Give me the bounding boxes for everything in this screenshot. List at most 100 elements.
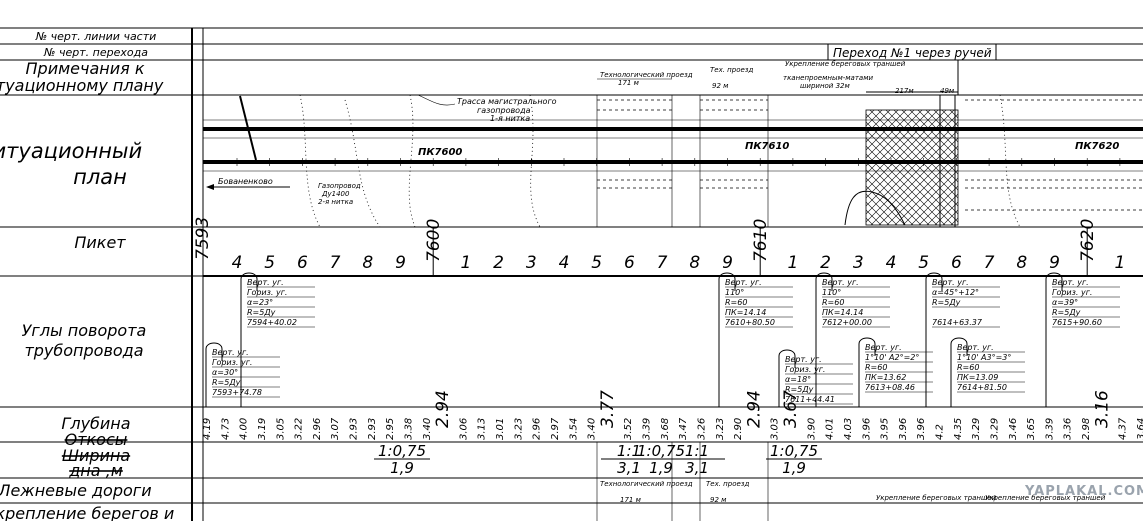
header-notes: Переход №1 через ручей Технологический п… bbox=[597, 43, 997, 95]
depth-value: 2.94 bbox=[433, 390, 453, 428]
picket-number: 2 bbox=[820, 253, 831, 273]
picket-number: 6 bbox=[951, 253, 962, 273]
angle-text: α=45°+12° bbox=[932, 288, 979, 297]
depth-value: 3.52 bbox=[623, 418, 634, 440]
angle-text: R=5Ду bbox=[247, 308, 276, 317]
angle-box: Верт. уг.1°10' A3°=3°R=60ПК=13.097614+81… bbox=[950, 337, 1025, 407]
depth-value: 3.39 bbox=[1044, 418, 1055, 440]
label-depth: Глубина bbox=[61, 414, 130, 433]
picket-hundred: 7600 bbox=[424, 219, 444, 262]
angle-text: 7594+40.02 bbox=[247, 318, 297, 327]
depth-value: 2.93 bbox=[367, 418, 378, 440]
picket-number: 1 bbox=[460, 253, 471, 273]
bank-note-2: тканепроемным-матами bbox=[783, 74, 873, 82]
angle-text: ПК=13.09 bbox=[957, 373, 998, 382]
angle-text: Верт. уг. bbox=[822, 278, 859, 287]
road-note-1-len: 171 м bbox=[620, 496, 642, 504]
picket-number: 7 bbox=[984, 253, 995, 273]
depth-value: 3.19 bbox=[257, 418, 268, 440]
label-roads: Лежневые дороги bbox=[0, 481, 152, 500]
row-label-column: № черт. линии части № черт. перехода При… bbox=[0, 27, 1143, 521]
angle-text: α=30° bbox=[212, 368, 238, 377]
depth-value: 3.96 bbox=[898, 418, 909, 440]
angle-text: Верт. уг. bbox=[725, 278, 762, 287]
depth-value: 4.03 bbox=[843, 418, 854, 440]
angle-text: Верт. уг. bbox=[957, 343, 994, 352]
picket-hundred: 7620 bbox=[1078, 219, 1098, 262]
angle-text: R=60 bbox=[822, 298, 844, 307]
angle-text: 7593+74.78 bbox=[212, 388, 262, 397]
picket-number: 8 bbox=[362, 253, 373, 273]
angle-text: ПК=14.14 bbox=[822, 308, 863, 317]
picket-number: 1 bbox=[787, 253, 798, 273]
angle-text: 7612+00.00 bbox=[822, 318, 872, 327]
depth-value: 3.07 bbox=[330, 417, 341, 440]
depth-value: 4.35 bbox=[953, 418, 964, 440]
angle-text: Верт. уг. bbox=[212, 348, 249, 357]
picket-number: 3 bbox=[853, 253, 864, 273]
depth-value: 3.39 bbox=[642, 418, 653, 440]
crossing-title: Переход №1 через ручей bbox=[833, 46, 992, 60]
label-width-2: дна ,м bbox=[68, 461, 123, 480]
angle-text: 110° bbox=[725, 288, 744, 297]
picket-number: 1 bbox=[1114, 253, 1125, 273]
depth-value: 3.23 bbox=[715, 418, 726, 440]
slope-cell: 1:13,1 bbox=[601, 442, 657, 477]
tech-road-note-1: Технологический проезд bbox=[600, 71, 693, 79]
depth-value: 3.29 bbox=[971, 418, 982, 440]
angle-text: R=60 bbox=[865, 363, 887, 372]
picket-number: 8 bbox=[1016, 253, 1027, 273]
road-note-2-len: 92 м bbox=[710, 496, 727, 504]
picket-start: 7593 bbox=[193, 217, 213, 260]
tech-road-len-2: 92 м bbox=[712, 82, 729, 90]
angle-text: Верт. уг. bbox=[932, 278, 969, 287]
depth-value: 3.54 bbox=[568, 418, 579, 440]
depth-value: 3.65 bbox=[1026, 418, 1037, 440]
angle-text: R=60 bbox=[725, 298, 747, 307]
depth-value: 3.40 bbox=[587, 418, 598, 440]
angle-text: ПК=14.14 bbox=[725, 308, 766, 317]
depth-value: 3.06 bbox=[458, 418, 469, 440]
label-situation-2: план bbox=[73, 165, 127, 189]
depth-value: 2.95 bbox=[385, 418, 396, 440]
angle-text: 7614+63.37 bbox=[932, 318, 983, 327]
route-label-1: Трасса магистрального bbox=[457, 97, 557, 106]
pk7600-label: ПК7600 bbox=[418, 147, 462, 158]
picket-number: 5 bbox=[591, 253, 602, 273]
slope-ratio: 1:1 bbox=[685, 442, 709, 460]
picket-number: 9 bbox=[1049, 253, 1060, 273]
situation-plan: Бованенково 217м bbox=[203, 87, 1143, 228]
bottom-width: 1,9 bbox=[782, 459, 806, 477]
pk7610-label: ПК7610 bbox=[745, 141, 789, 152]
depth-value: 2.96 bbox=[532, 418, 543, 440]
bottom-width: 1,9 bbox=[390, 459, 414, 477]
angle-text: R=5Ду bbox=[785, 385, 814, 394]
slope-ratio: 1:0,75 bbox=[378, 442, 426, 460]
angle-text: R=5Ду bbox=[932, 298, 961, 307]
depth-value: 3.01 bbox=[495, 418, 506, 440]
angle-text: 1°10' A3°=3° bbox=[957, 353, 1011, 362]
depth-value: 4.19 bbox=[202, 418, 213, 440]
picket-number: 7 bbox=[330, 253, 341, 273]
slope-ratio: 1:1 bbox=[617, 442, 641, 460]
angle-text: Верт. уг. bbox=[247, 278, 284, 287]
label-picket: Пикет bbox=[74, 233, 126, 252]
bank-bottom-1: Укрепление береговых траншей bbox=[876, 494, 997, 502]
gas-label-1: Газопровод bbox=[318, 182, 361, 190]
depth-value: 3.16 bbox=[1092, 390, 1112, 428]
angle-text: R=60 bbox=[957, 363, 979, 372]
dim-217: 217м bbox=[895, 87, 914, 95]
angle-text: Гориз. уг. bbox=[785, 365, 825, 374]
slope-ratio: 1:0,75 bbox=[770, 442, 818, 460]
depth-value: 3.22 bbox=[294, 418, 305, 440]
angle-text: Верт. уг. bbox=[1052, 278, 1089, 287]
dim-49: 49м bbox=[940, 87, 955, 95]
depth-value: 3.64 bbox=[1136, 418, 1143, 440]
road-note-2: Тех. проезд bbox=[706, 480, 750, 488]
